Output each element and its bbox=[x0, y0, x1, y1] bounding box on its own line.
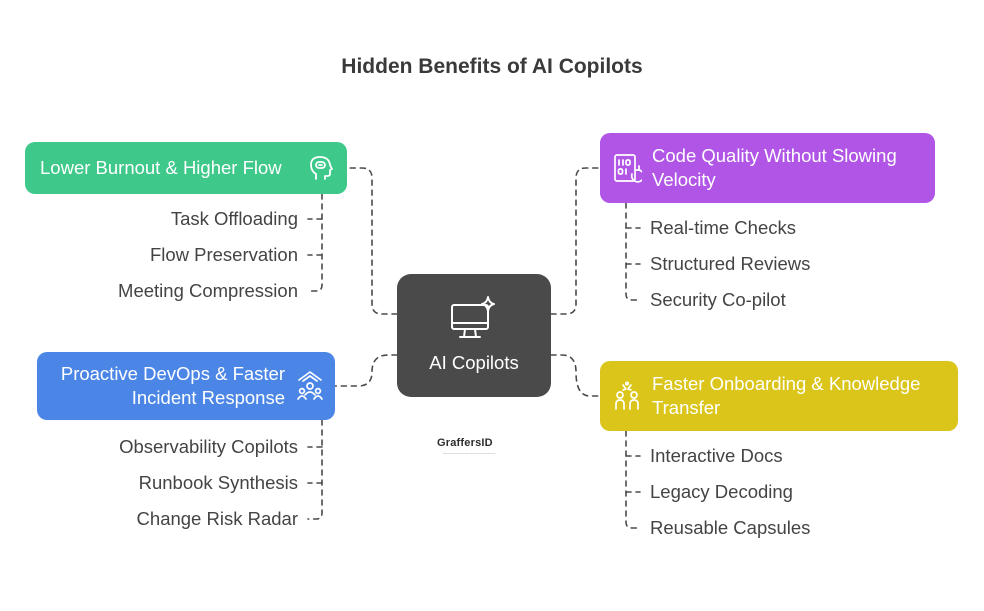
branch-faster-onboarding: Faster Onboarding & Knowledge Transfer bbox=[600, 361, 958, 431]
list-item: Security Co-pilot bbox=[650, 289, 786, 310]
list-item: Task Offloading bbox=[170, 208, 298, 229]
connector-blue-items bbox=[307, 419, 323, 520]
center-node: AI Copilots bbox=[397, 274, 551, 397]
connector-center-blue bbox=[334, 354, 398, 387]
list-item: Interactive Docs bbox=[650, 445, 783, 466]
list-item: Structured Reviews bbox=[650, 253, 811, 274]
branch-label: Lower Burnout & Higher Flow bbox=[40, 157, 282, 178]
people-knowledge-icon bbox=[612, 380, 642, 412]
branch-lower-burnout: Lower Burnout & Higher Flow bbox=[25, 142, 347, 194]
monitor-sparkle-icon bbox=[448, 295, 500, 346]
team-alert-icon bbox=[295, 370, 325, 402]
logo-tagline-mark: ———————————— bbox=[443, 450, 496, 455]
connector-green-items bbox=[307, 193, 323, 292]
branch-label: Faster Onboarding & Knowledge Transfer bbox=[652, 373, 921, 418]
connector-center-yellow bbox=[550, 354, 601, 397]
list-item: Change Risk Radar bbox=[136, 508, 298, 529]
list-item: Runbook Synthesis bbox=[138, 472, 298, 493]
connector-center-purple bbox=[550, 167, 601, 315]
binary-refresh-icon bbox=[612, 152, 642, 184]
connector-purple-items bbox=[625, 202, 641, 301]
connector-center-green bbox=[346, 167, 398, 315]
logo-icon: GraffersID ———————————— bbox=[437, 437, 517, 455]
logo-wordmark: GraffersID bbox=[437, 437, 493, 449]
list-item: Meeting Compression bbox=[118, 280, 298, 301]
branch-code-quality: Code Quality Without Slowing Velocity bbox=[600, 133, 935, 203]
branch-label: Proactive DevOps & Faster Incident Respo… bbox=[60, 363, 285, 408]
list-item: Reusable Capsules bbox=[650, 517, 811, 538]
head-brain-icon bbox=[307, 153, 337, 183]
list-item: Observability Copilots bbox=[119, 436, 298, 457]
connector-yellow-items bbox=[625, 430, 641, 529]
branch-proactive-devops: Proactive DevOps & Faster Incident Respo… bbox=[37, 352, 335, 420]
list-item: Legacy Decoding bbox=[650, 481, 793, 502]
diagram-title: Hidden Benefits of AI Copilots bbox=[341, 55, 643, 78]
list-item: Real-time Checks bbox=[650, 217, 796, 238]
list-item: Flow Preservation bbox=[149, 244, 298, 265]
center-label: AI Copilots bbox=[429, 352, 519, 373]
branch-label: Code Quality Without Slowing Velocity bbox=[652, 145, 897, 190]
